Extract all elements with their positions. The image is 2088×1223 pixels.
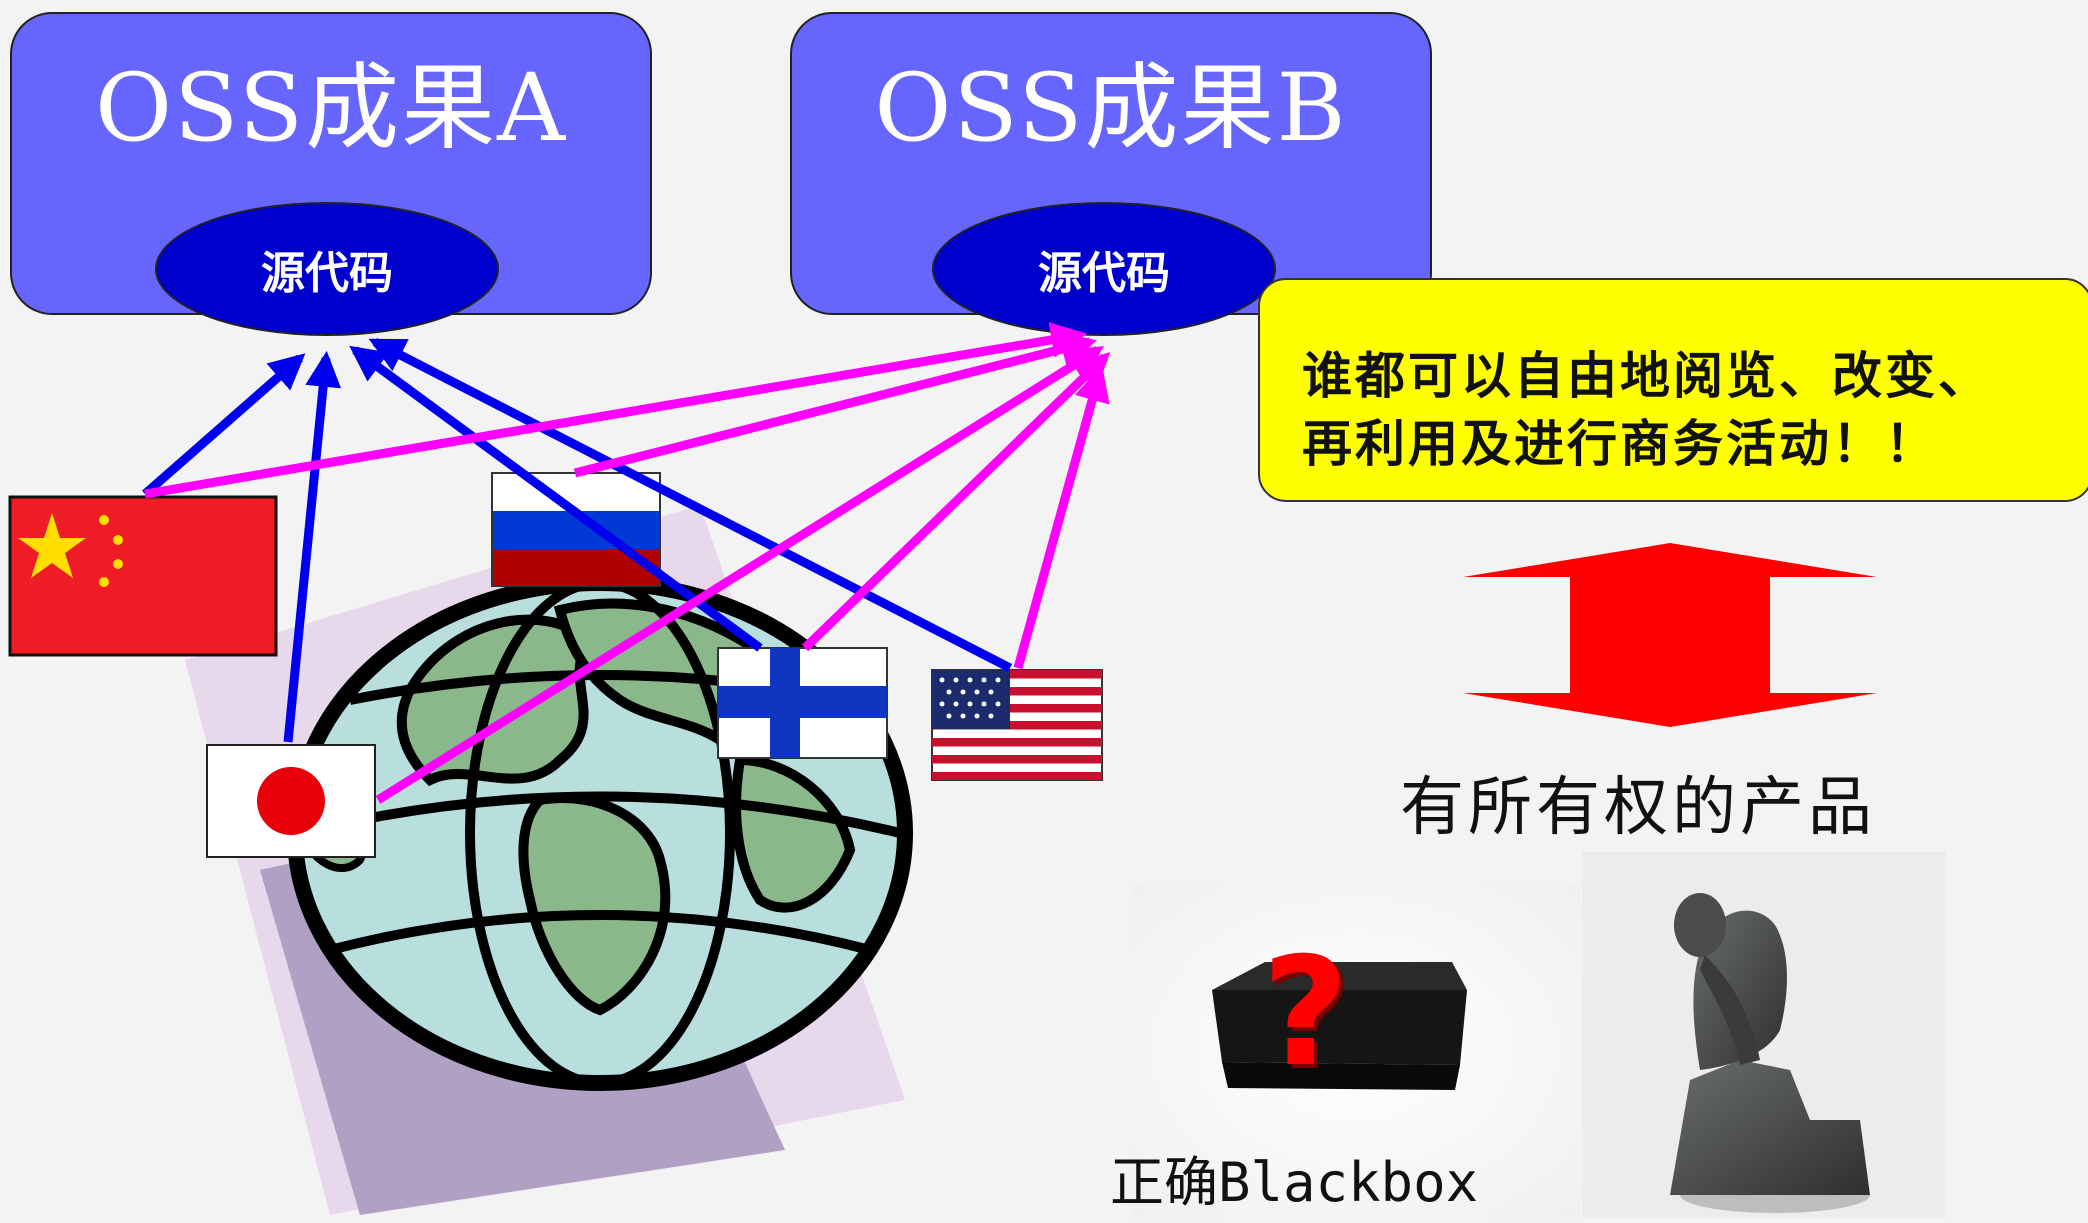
oss-result-a-title: OSS成果A [94, 54, 568, 163]
usa-flag-icon [931, 669, 1103, 781]
russia-flag-icon [491, 472, 661, 587]
double-arrow-icon [1463, 543, 1877, 727]
blackbox-image [1130, 882, 1580, 1217]
proprietary-product-label: 有所有权的产品 [1400, 771, 1876, 845]
question-mark-icon: ? [1262, 926, 1350, 1100]
thinker-statue-image [1582, 852, 1946, 1217]
oss-result-b-title: OSS成果B [874, 54, 1348, 163]
freedom-note-line-2: 再利用及进行商务活动！！ [1302, 415, 1938, 473]
china-flag-icon [8, 495, 278, 657]
finland-flag-icon [717, 647, 888, 759]
oss-result-b-box: OSS成果B 源代码 [790, 12, 1432, 336]
freedom-note: 谁都可以自由地阅览、改变、 再利用及进行商务活动！！ [1258, 278, 2088, 502]
blackbox-label: 正确Blackbox [1110, 1151, 1479, 1214]
arrows-to-oss-b [144, 322, 1111, 804]
source-code-b-ellipse: 源代码 [932, 202, 1276, 336]
japan-flag-icon [206, 744, 376, 858]
oss-result-a-box: OSS成果A 源代码 [10, 12, 652, 336]
source-code-a-ellipse: 源代码 [155, 202, 499, 336]
freedom-note-line-1: 谁都可以自由地阅览、改变、 [1302, 347, 1991, 405]
